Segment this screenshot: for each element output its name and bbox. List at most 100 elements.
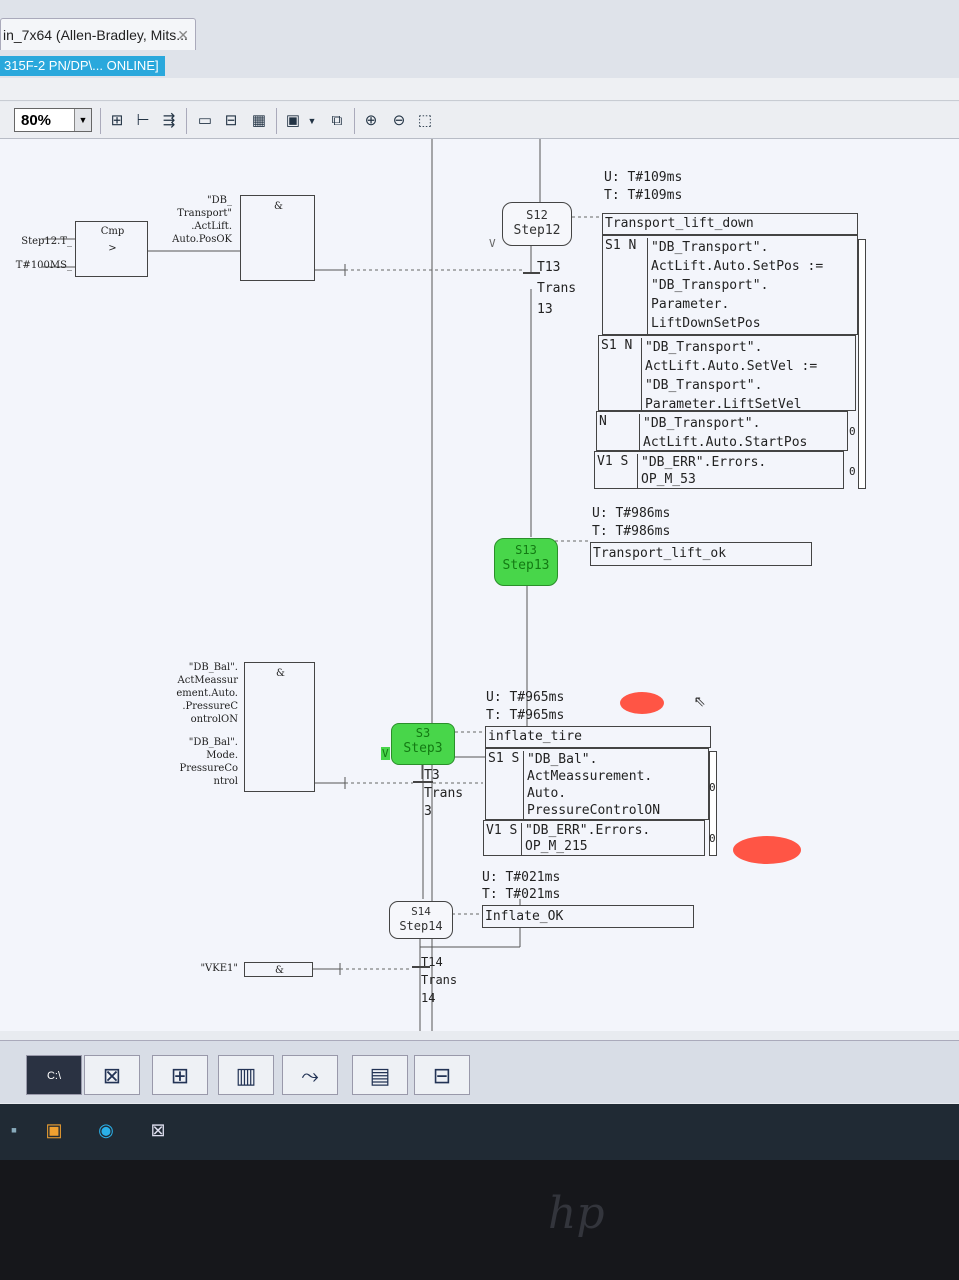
action-line: "DB_Bal". <box>527 752 598 767</box>
jump-icon[interactable]: ⇶ <box>162 112 176 129</box>
files-icon[interactable]: ▣ <box>45 1120 63 1140</box>
action-line: OP_M_53 <box>641 472 696 487</box>
step-id: S3 <box>415 726 431 740</box>
branch-icon[interactable]: ⊢ <box>136 112 150 129</box>
action-qualifier: S1 N <box>601 338 633 353</box>
trend-icon[interactable]: ⤳ <box>282 1055 338 1095</box>
transition-label: Trans <box>537 281 577 296</box>
transition-id: T3 <box>424 768 440 783</box>
tab-bar: in_7x64 (Allen-Bradley, Mits... ✕ <box>0 0 959 52</box>
monitor-screen: in_7x64 (Allen-Bradley, Mits... ✕ 315F-2… <box>0 0 959 1160</box>
step-s3[interactable]: S3 Step3 <box>391 723 455 765</box>
window-icon[interactable]: ▣ <box>285 112 301 129</box>
zoom-area-icon[interactable]: ⬚ <box>417 112 433 129</box>
cross-reference-icon[interactable]: ⊠ <box>84 1055 140 1095</box>
title-strip: 315F-2 PN/DP\... ONLINE] <box>0 52 959 78</box>
action-row-s3-2[interactable]: V1 S "DB_ERR".Errors. OP_M_215 <box>483 820 705 856</box>
action-title-s14[interactable]: Inflate_OK <box>482 905 694 928</box>
transition-t13[interactable]: T13 Trans 13 <box>537 257 576 320</box>
and-block-2[interactable]: & <box>244 662 315 792</box>
action-title: inflate_tire <box>488 729 582 744</box>
windows-taskbar: ▪ ▣ ◉ ⊠ <box>0 1104 959 1160</box>
app-icon[interactable]: ▪ <box>10 1120 18 1140</box>
action-line: ActLift.Auto.SetVel := <box>645 359 818 374</box>
marker-zero: 0 <box>849 465 856 478</box>
action-row-s12-2[interactable]: S1 N "DB_Transport". ActLift.Auto.SetVel… <box>598 335 856 412</box>
program-icon[interactable]: ⊞ <box>152 1055 208 1095</box>
chevron-down-icon[interactable]: ▼ <box>74 109 91 131</box>
action-title-s13[interactable]: Transport_lift_ok <box>590 542 812 566</box>
marker-v: V <box>489 237 496 250</box>
step-s13-u: U: T#986ms <box>592 506 671 521</box>
action-qualifier: S1 S <box>488 751 520 766</box>
network-icon[interactable]: ⊟ <box>224 112 238 129</box>
action-line: PressureControlON <box>527 803 661 818</box>
action-line: "DB_Transport". <box>645 340 763 355</box>
chevron-down-icon[interactable]: ▼ <box>307 116 317 126</box>
action-line: "DB_Transport". <box>651 240 769 255</box>
ladder-icon[interactable]: ⊞ <box>110 112 124 129</box>
tab-project[interactable]: in_7x64 (Allen-Bradley, Mits... ✕ <box>0 18 196 50</box>
and1-input-label: "DB_ Transport" .ActLift. Auto.PosOK <box>172 195 232 245</box>
cmp-block[interactable]: Cmp > <box>75 221 148 277</box>
step-s13[interactable]: S13 Step13 <box>494 538 558 586</box>
action-line: "DB_ERR".Errors. <box>525 823 651 838</box>
action-text: "DB_Bal". ActMeassurement. Auto. Pressur… <box>523 751 660 819</box>
action-row-s12-1[interactable]: S1 N "DB_Transport". ActLift.Auto.SetPos… <box>602 235 858 335</box>
step-s12-times: U: T#109ms T: T#109ms <box>604 169 682 205</box>
memory-icon[interactable]: ▥ <box>218 1055 274 1095</box>
action-row-s3-1[interactable]: S1 S "DB_Bal". ActMeassurement. Auto. Pr… <box>485 748 709 820</box>
action-scrollbar[interactable] <box>858 239 866 489</box>
and-symbol: & <box>275 965 284 976</box>
action-line: Parameter. <box>651 297 730 312</box>
step-s12[interactable]: S12 Step12 <box>502 202 572 246</box>
action-qualifier: S1 N <box>605 238 637 253</box>
action-title: Inflate_OK <box>485 909 564 924</box>
action-qualifier: N <box>599 414 607 429</box>
action-scrollbar[interactable] <box>709 751 717 856</box>
action-row-s12-4[interactable]: V1 S "DB_ERR".Errors. OP_M_53 <box>594 451 844 489</box>
comment-icon[interactable]: ▭ <box>197 112 213 129</box>
transition-label: Trans <box>424 786 464 801</box>
overview-icon[interactable]: ▦ <box>251 112 267 129</box>
step-id: S14 <box>411 905 431 918</box>
console-icon[interactable]: C:\ <box>26 1055 82 1095</box>
redaction-mark <box>733 836 801 864</box>
sfc-canvas[interactable]: Cmp > Step12.T_ T#100MS_ & "DB_ Transpor… <box>0 139 959 1031</box>
hp-logo: hp <box>548 1188 605 1239</box>
tab-close-icon[interactable]: ✕ <box>177 27 189 43</box>
edge-icon[interactable]: ◉ <box>98 1120 114 1140</box>
mouse-cursor-icon: ⇖ <box>694 687 707 711</box>
zoom-select[interactable]: 80% ▼ <box>14 108 92 132</box>
and-block-1[interactable]: & <box>240 195 315 281</box>
hardware-icon[interactable]: ▤ <box>352 1055 408 1095</box>
zoom-in-icon[interactable]: ⊕ <box>364 112 378 129</box>
window-status-title: 315F-2 PN/DP\... ONLINE] <box>0 56 165 76</box>
step-s3-t: T: T#965ms <box>486 708 565 723</box>
action-title-s3[interactable]: inflate_tire <box>485 726 711 748</box>
and-symbol: & <box>274 201 283 212</box>
action-title: Transport_lift_ok <box>593 546 727 561</box>
netpro-icon[interactable]: ⊟ <box>414 1055 470 1095</box>
step-s12-t: T: T#109ms <box>604 188 683 203</box>
transition-t14[interactable]: T14 Trans 14 <box>421 953 457 1007</box>
excel-icon[interactable]: ⊠ <box>150 1120 166 1140</box>
action-line: "DB_Transport". <box>643 416 761 431</box>
action-row-s12-3[interactable]: N "DB_Transport". ActLift.Auto.StartPos <box>596 411 848 451</box>
and2-input-1-label: "DB_Bal". ActMeassur ement.Auto. .Pressu… <box>176 662 238 725</box>
cmp-operator: > <box>108 243 117 254</box>
toolbar-separator <box>354 108 355 134</box>
zoom-out-icon[interactable]: ⊖ <box>392 112 406 129</box>
and-block-3[interactable]: & <box>244 962 313 977</box>
action-line: "DB_ERR".Errors. <box>641 455 767 470</box>
zoom-value: 80% <box>21 112 52 129</box>
toolbar-separator <box>100 108 101 134</box>
action-title-s12[interactable]: Transport_lift_down <box>602 213 858 235</box>
step-s14[interactable]: S14 Step14 <box>389 901 453 939</box>
and3-input-label: "VKE1" <box>200 963 238 974</box>
transition-t3[interactable]: T3 Trans 3 <box>424 767 463 821</box>
fit-view-icon[interactable]: ⧉ <box>331 112 343 129</box>
step-name: Step3 <box>403 741 443 756</box>
action-qualifier: V1 S <box>486 823 518 838</box>
step-s14-times: U: T#021ms T: T#021ms <box>482 869 560 903</box>
